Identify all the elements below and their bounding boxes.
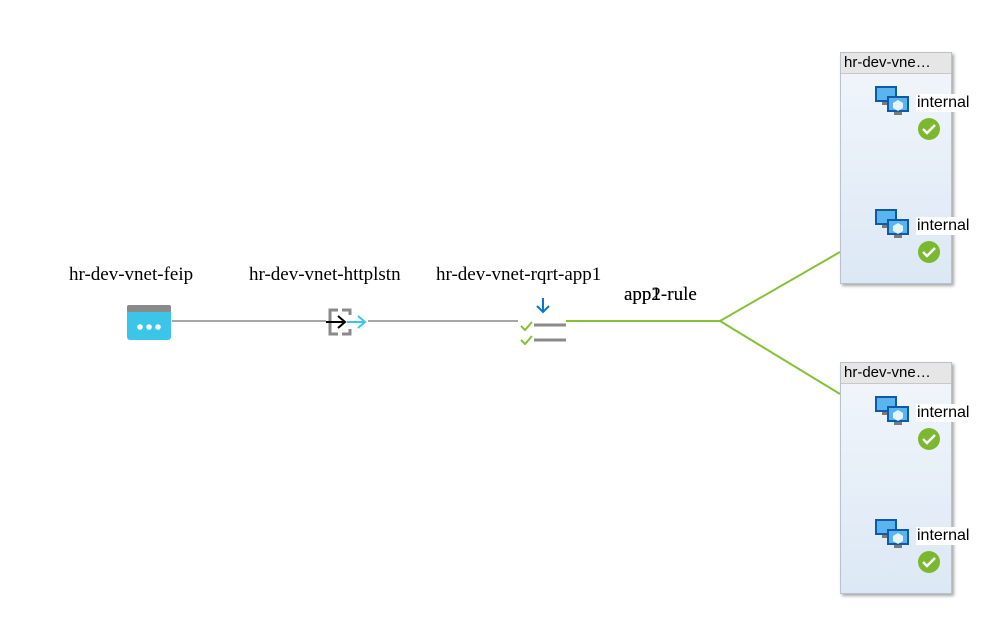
backend-member[interactable]: internal (873, 208, 972, 270)
listener-node[interactable] (326, 307, 370, 337)
virtual-machine-icon (875, 209, 909, 238)
backend-member-label: internal (916, 527, 972, 545)
virtual-machine-icon (875, 519, 909, 548)
healthy-check-icon (918, 551, 940, 573)
listener-label: hr-dev-vnet-httplstn (249, 264, 401, 285)
frontend-ip-label: hr-dev-vnet-feip (69, 264, 194, 285)
connector-branch-to-pool-1 (719, 251, 841, 322)
backend-member-label: internal (916, 404, 972, 422)
healthy-check-icon (918, 241, 940, 263)
healthy-check-icon (918, 118, 940, 140)
backend-member[interactable]: internal (873, 85, 972, 147)
edge-label-rule-a: app1-rule (624, 284, 697, 305)
backend-pool-1[interactable]: hr-dev-vne… internal (840, 52, 972, 284)
backend-pool-2[interactable]: hr-dev-vne… internal (840, 362, 972, 594)
virtual-machine-icon (875, 396, 909, 425)
frontend-ip-node[interactable] (126, 304, 172, 340)
frontend-ip-icon (127, 305, 171, 340)
connector-branch-to-pool-2 (719, 320, 841, 395)
routing-rule-node[interactable] (518, 296, 568, 346)
backend-member[interactable]: internal (873, 395, 972, 457)
backend-member-label: internal (916, 94, 972, 112)
virtual-machine-icon (875, 86, 909, 115)
routing-rule-icon (520, 298, 566, 346)
healthy-check-icon (918, 428, 940, 450)
backend-pool-title: hr-dev-vne… (841, 53, 951, 74)
backend-pool-title: hr-dev-vne… (841, 363, 951, 384)
listener-icon (326, 308, 367, 336)
routing-rule-label: hr-dev-vnet-rqrt-app1 (436, 264, 602, 285)
backend-member-label: internal (916, 217, 972, 235)
edge-label-rule-b: app2-rule (624, 284, 697, 305)
backend-member[interactable]: internal (873, 518, 972, 580)
